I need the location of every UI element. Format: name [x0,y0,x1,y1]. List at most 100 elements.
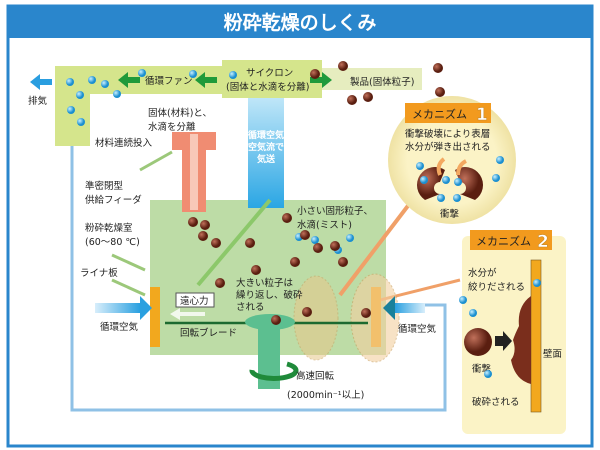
shaft [258,324,280,389]
water-droplet [229,71,237,79]
particles [66,61,541,378]
water-droplet [416,162,424,170]
water-droplet [311,236,319,244]
solid-particle [271,315,281,325]
solid-particle [435,87,445,97]
circulating-air-label: 循環空気 [100,321,139,333]
mechanism2-label-box [470,230,552,250]
solid-particle [300,230,310,240]
ejection-arrow-icon [436,157,446,176]
arrow-left-icon [195,72,217,88]
impact-zone [350,273,400,363]
blade-hub [245,314,295,330]
water-droplet [138,69,146,77]
feeder-label: 準密閉型 [85,180,124,192]
chamber-temp: (60〜80 ℃) [85,237,140,248]
solid-particle [215,278,225,288]
mechanism2-number: 2 [537,232,549,252]
column-label: 空気流で [248,141,284,153]
separate-label: 固体(材料)と、 [148,107,212,119]
rotation-arrow-icon [249,361,299,381]
solid-particle [310,69,320,79]
water-droplet [459,296,467,304]
solid-particle [338,61,348,71]
circulation-lines [70,140,447,412]
product-label: 製品(固体粒子) [350,76,414,88]
feeder-label-2: 供給フィーダ [85,194,142,206]
exhaust-arrow-icon [30,74,52,90]
solid-particle [282,213,292,223]
water-droplet [67,106,75,114]
mechanism2-crushed-label: 破砕される [472,396,520,408]
water-droplet [492,174,500,182]
solid-particle [313,243,323,253]
arrow-right-icon [140,296,152,320]
arrow-left-icon [383,296,395,320]
circulating-air-label: 循環空気 [398,323,437,335]
solid-particle [251,265,261,275]
solid-particle [347,95,357,105]
exhaust-label: 排気 [28,95,48,107]
liner-plate-left [150,287,160,347]
mechanism1-label: メカニズム [412,107,467,121]
water-droplet [189,70,197,78]
rpm-label: (2000min⁻¹以上) [287,390,364,401]
solid-particle [211,238,221,248]
water-droplet [66,78,74,86]
water-droplet [496,156,504,164]
pointer-arrows [111,150,272,297]
small-particle-label: 水滴(ミスト) [297,219,352,231]
large-particle-label: される [236,302,265,313]
solid-particle [290,257,300,267]
mechanism1-desc: 衝撃破壊により表層 [405,128,490,140]
mechanism1-number: 1 [476,105,488,125]
large-particle-label: 繰り返し、破砕 [236,289,303,301]
solid-particle [433,63,443,73]
broken-particle [455,166,484,200]
centrifugal-box [175,292,215,308]
solid-particle [363,92,373,102]
water-droplet [533,279,541,287]
water-droplet [469,309,477,317]
water-droplet [77,118,85,126]
mechanism1-label-box [405,103,491,123]
page-title: 粉砕乾燥のしくみ [224,11,377,34]
water-droplet [484,370,492,378]
air-inflow-right [395,303,425,313]
water-droplet [454,178,462,186]
mechanism1-impact-label: 衝撃 [440,208,460,220]
small-particle-label: 小さい固形粒子、 [297,205,373,217]
cyclone-sublabel: (固体と水滴を分離) [226,81,309,93]
water-droplet [76,91,84,99]
arrow-left-icon [118,72,140,88]
ejection-arrow-icon [456,159,467,176]
mechanism1-desc: 水分が弾き出される [405,141,491,153]
air-inflow-left [95,303,140,313]
blade-label: 回転ブレード [180,327,237,339]
arrow-to-mechanism1 [338,188,422,297]
column-label: 気送 [257,153,276,165]
solid-particle [361,308,371,318]
mechanism2-label: メカニズム [476,234,531,248]
particle [464,328,492,356]
arrow-right-icon [310,72,332,88]
fan-label: 循環ファン [145,75,193,87]
continuous-feed-label: 材料連続投入 [95,137,153,149]
water-droplet [101,80,109,88]
feeder [172,132,216,212]
arrow-left-icon [170,308,205,320]
solid-particle [200,220,210,230]
solid-particle [188,217,198,227]
column-label: 循環空気 [248,129,284,141]
cyclone-label: サイクロン [246,68,293,79]
wall-label: 壁面 [543,348,562,360]
separate-label-2: 水滴を分離 [148,121,196,133]
liner-label: ライナ板 [80,267,118,279]
mechanism2-desc: 絞りだされる [468,281,525,293]
rotation-label: 高速回転 [296,370,335,382]
title-bar [8,6,592,38]
water-droplet [420,176,428,184]
water-droplet [442,176,450,184]
solid-particle [198,231,208,241]
crushed-material [511,296,531,384]
